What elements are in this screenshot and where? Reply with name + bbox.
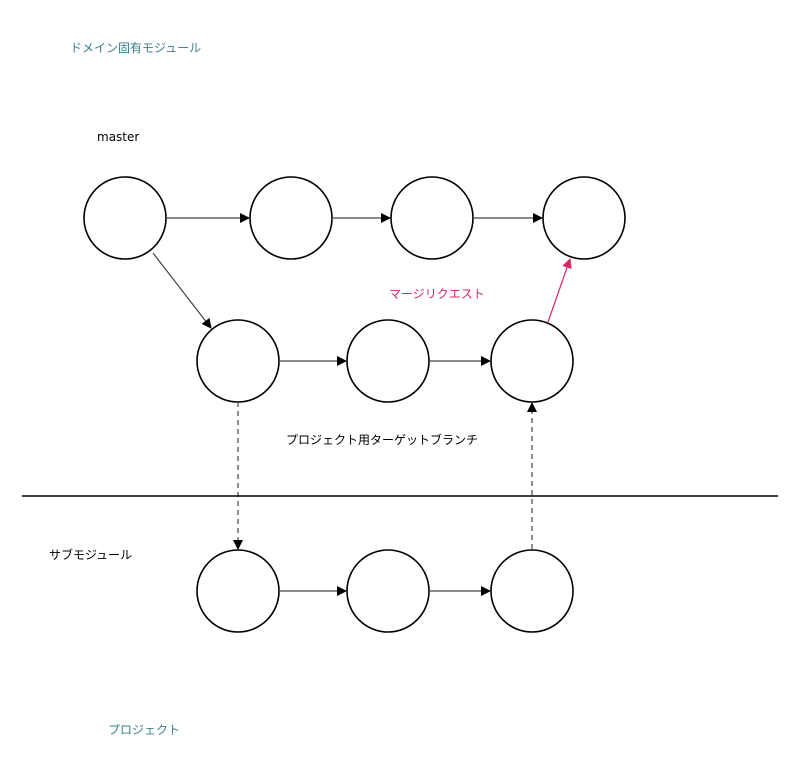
commit-node-sub-2 [346, 549, 430, 633]
commit-node-master-4 [542, 176, 626, 260]
merge-request-label: マージリクエスト [389, 287, 485, 301]
commit-node-master-1 [83, 176, 167, 260]
commit-node-branch-1 [196, 319, 280, 403]
edge-master-1-to-branch-1 [152, 252, 212, 329]
section-label-domain-module: ドメイン固有モジュール [70, 41, 202, 55]
commit-node-master-2 [249, 176, 333, 260]
submodule-label: サブモジュール [49, 548, 133, 562]
commit-node-master-3 [390, 176, 474, 260]
commit-node-branch-2 [346, 319, 430, 403]
commit-node-branch-3 [490, 319, 574, 403]
target-branch-label: プロジェクト用ターゲットブランチ [286, 433, 479, 447]
section-label-project: プロジェクト [108, 723, 181, 737]
edge-merge-request [547, 258, 572, 323]
commit-node-sub-3 [490, 549, 574, 633]
master-branch-label: master [97, 130, 140, 144]
commit-node-sub-1 [196, 549, 280, 633]
